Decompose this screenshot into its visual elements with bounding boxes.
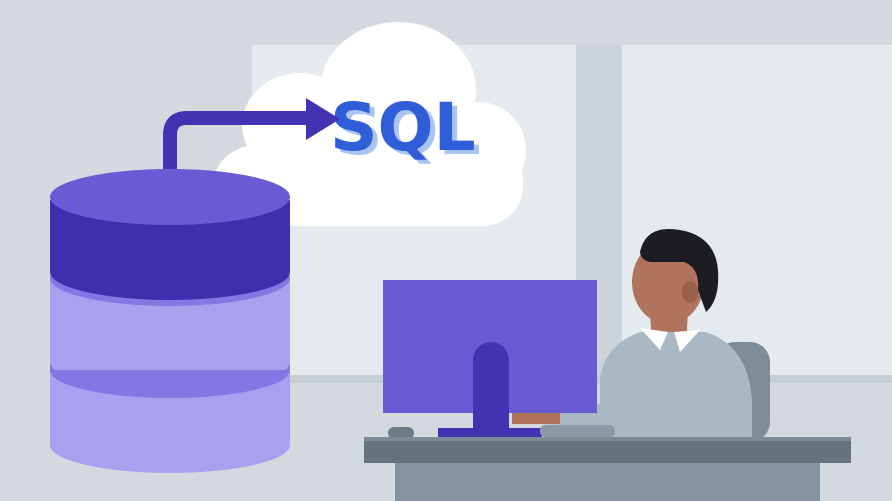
sql-label: SQL SQL [330,89,481,170]
monitor [383,280,597,440]
sql-text-shadow: SQL [335,93,481,170]
monitor-stand [473,342,509,438]
database-icon [50,169,290,473]
sql-text: SQL [330,89,476,166]
keyboard [540,425,615,437]
mouse [388,427,414,439]
desk [364,437,851,501]
upload-arrow-icon [163,98,340,195]
